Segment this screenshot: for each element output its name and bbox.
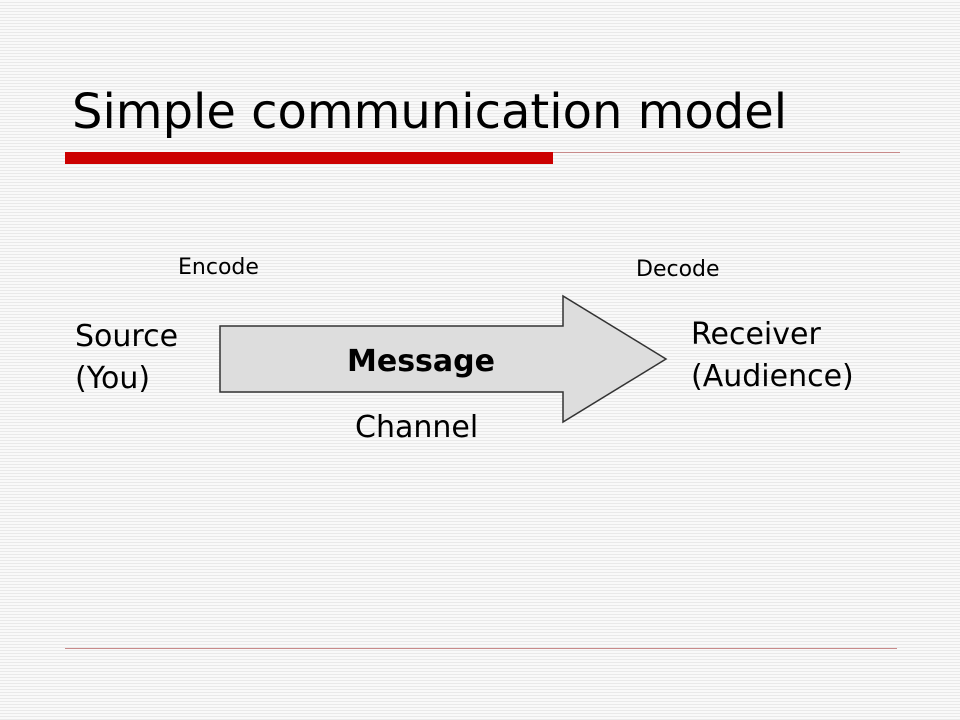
decode-label: Decode [636,257,720,282]
footer-rule [65,648,897,649]
encode-label: Encode [178,255,259,280]
receiver-label: Receiver (Audience) [691,317,854,394]
message-label: Message [347,344,495,379]
source-label: Source (You) [75,319,179,396]
title-accent-bar [65,152,553,164]
slide-title: Simple communication model [72,84,788,140]
channel-label: Channel [355,410,479,445]
message-arrow-shape [219,294,668,424]
title-underline-rule [553,152,900,153]
